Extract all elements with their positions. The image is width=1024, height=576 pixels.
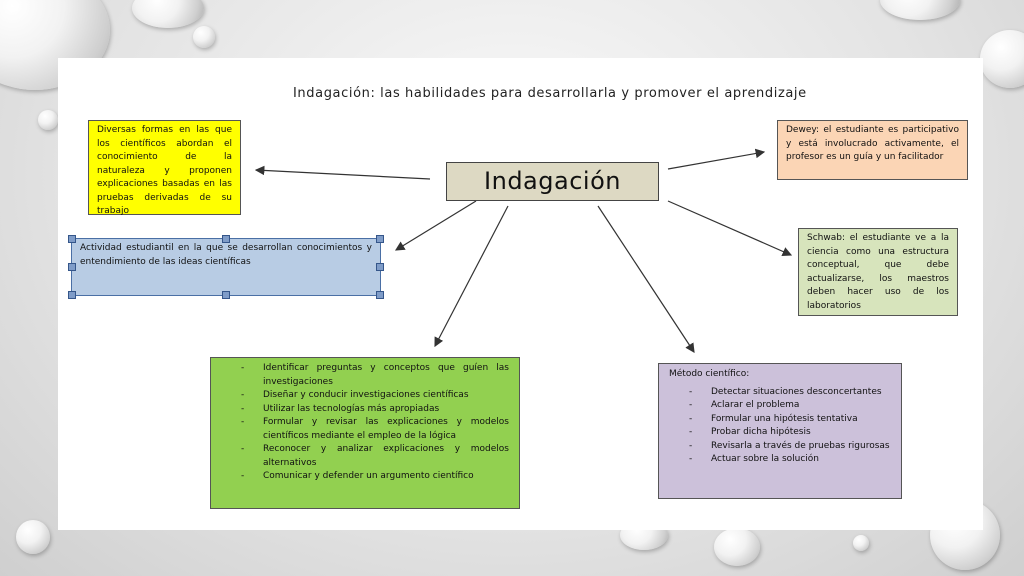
method-title: Método científico:	[669, 369, 750, 379]
list-item: Actuar sobre la solución	[669, 453, 891, 467]
list-item: Revisarla a través de pruebas rigurosas	[669, 440, 891, 454]
water-drop	[38, 110, 58, 130]
activity-text: Actividad estudiantil en la que se desar…	[80, 243, 372, 267]
skills-list: Identificar preguntas y conceptos que gu…	[221, 362, 509, 484]
schwab-box: Schwab: el estudiante ve a la ciencia co…	[798, 228, 958, 316]
dewey-box: Dewey: el estudiante es participativo y …	[777, 120, 968, 180]
arrow-to-schwab	[667, 200, 793, 257]
resize-handle[interactable]	[68, 291, 76, 299]
definition-box: Diversas formas en las que los científic…	[88, 120, 241, 216]
arrow-to-method	[597, 205, 695, 354]
list-item: Reconocer y analizar explicaciones y mod…	[221, 443, 509, 470]
arrow-to-dewey	[667, 148, 766, 170]
water-drop	[880, 0, 960, 20]
schwab-text: Schwab: el estudiante ve a la ciencia co…	[807, 233, 949, 311]
list-item: Comunicar y defender un argumento cientí…	[221, 470, 509, 484]
diagram-slide: Indagación: las habilidades para desarro…	[58, 58, 983, 530]
arrow-to-skills	[434, 205, 509, 348]
resize-handle[interactable]	[222, 235, 230, 243]
list-item: Formular y revisar las explicaciones y m…	[221, 416, 509, 443]
list-item: Utilizar las tecnologías más apropiadas	[221, 403, 509, 417]
arrow-to-definition	[254, 165, 431, 180]
connector-arrows	[254, 148, 793, 354]
resize-handle[interactable]	[222, 291, 230, 299]
definition-text: Diversas formas en las que los científic…	[97, 125, 232, 216]
list-item: Aclarar el problema	[669, 399, 891, 413]
list-item: Probar dicha hipótesis	[669, 426, 891, 440]
arrow-to-activity	[394, 200, 477, 251]
method-steps-list: Detectar situaciones desconcertantes Acl…	[669, 386, 891, 467]
activity-box[interactable]: Actividad estudiantil en la que se desar…	[68, 235, 384, 299]
list-item: Diseñar y conducir investigaciones cient…	[221, 389, 509, 403]
list-item: Identificar preguntas y conceptos que gu…	[221, 362, 509, 389]
water-drop	[714, 528, 760, 566]
resize-handle[interactable]	[68, 235, 76, 243]
resize-handle[interactable]	[376, 291, 384, 299]
central-concept: Indagación	[446, 162, 659, 201]
resize-handle[interactable]	[376, 235, 384, 243]
skills-box: Identificar preguntas y conceptos que gu…	[210, 357, 520, 509]
water-drop	[132, 0, 204, 28]
dewey-text: Dewey: el estudiante es participativo y …	[786, 125, 959, 162]
scientific-method-box: Método científico: Detectar situaciones …	[658, 363, 902, 499]
list-item: Formular una hipótesis tentativa	[669, 413, 891, 427]
water-drop	[193, 26, 215, 48]
resize-handle[interactable]	[68, 263, 76, 271]
water-drop	[980, 30, 1024, 88]
resize-handle[interactable]	[376, 263, 384, 271]
water-drop	[16, 520, 50, 554]
water-drop	[853, 535, 869, 551]
list-item: Detectar situaciones desconcertantes	[669, 386, 891, 400]
diagram-title: Indagación: las habilidades para desarro…	[293, 86, 807, 101]
